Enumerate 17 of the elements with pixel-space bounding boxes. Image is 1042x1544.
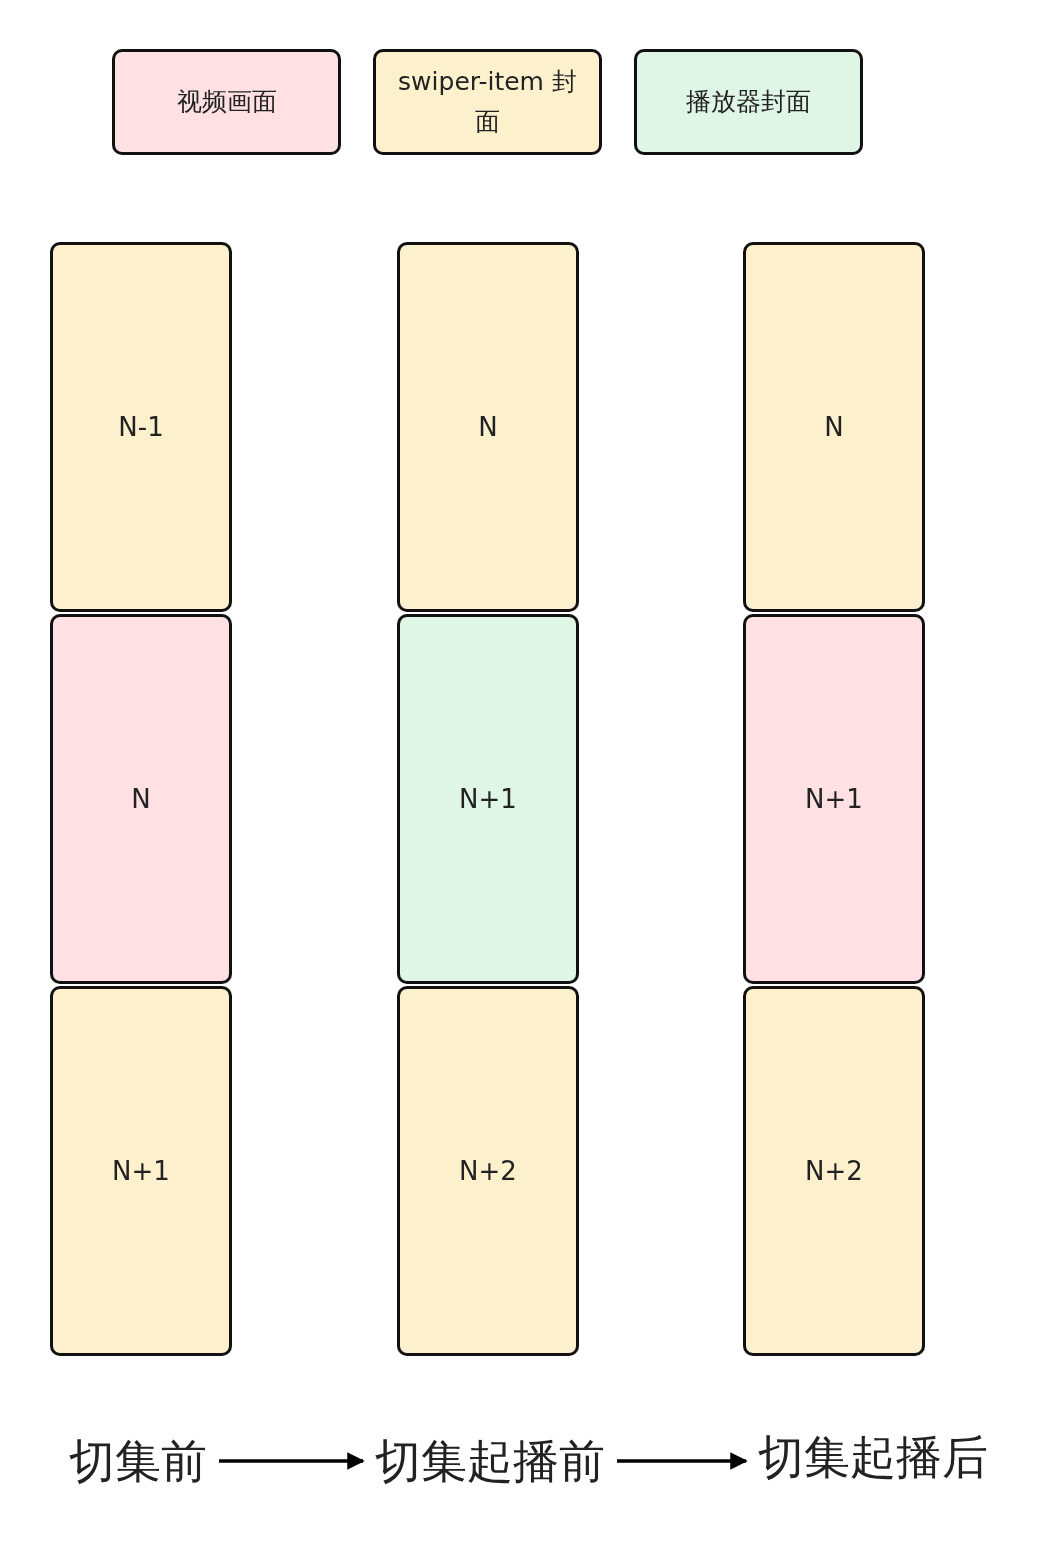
slide-box: N+1 (743, 614, 925, 984)
stage-label: 切集起播后 (758, 1427, 988, 1489)
slide-box: N+1 (50, 986, 232, 1356)
stage-label: 切集起播前 (375, 1431, 605, 1493)
slide-box: N (397, 242, 579, 612)
arrow (617, 1452, 748, 1470)
slide-box: N (50, 614, 232, 984)
arrow (219, 1452, 365, 1470)
legend-text: swiper-item 封面 (397, 66, 578, 138)
legend-text: 视频画面 (175, 86, 278, 118)
slide-box: N (743, 242, 925, 612)
stage-label: 切集前 (69, 1431, 207, 1493)
slide-box: N+2 (397, 986, 579, 1356)
slide-box: N-1 (50, 242, 232, 612)
legend-text: 播放器封面 (685, 86, 812, 118)
slide-box: N+2 (743, 986, 925, 1356)
slide-box: N+1 (397, 614, 579, 984)
